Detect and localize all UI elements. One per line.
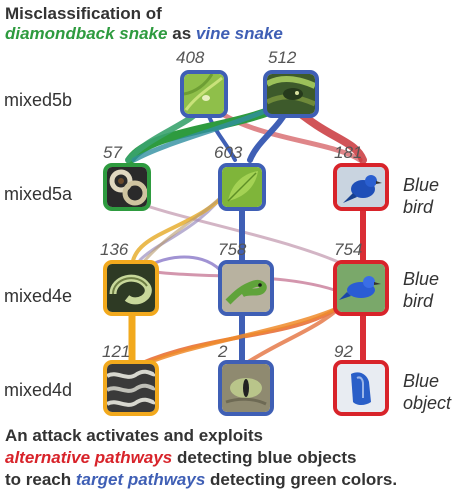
side-label-mixed5a: Blue bird [403, 174, 439, 218]
side-label-mixed4d: Blue object [403, 370, 451, 414]
neuron-id-181: 181 [334, 143, 363, 162]
path-136-603-b [138, 186, 232, 268]
green-leaf-icon [184, 74, 224, 114]
title-line-1: Misclassification of [5, 4, 162, 24]
caption-line-3-start: to reach [5, 470, 72, 489]
neuron-id-603: 603 [214, 143, 243, 162]
neuron-id-92: 92 [334, 342, 353, 361]
neuron-758-tile[interactable] [218, 260, 274, 316]
caption-line-2: alternative pathways detecting blue obje… [5, 448, 356, 468]
caption-line-3-rest: detecting green colors. [210, 470, 398, 489]
eye-icon [222, 364, 270, 412]
side-label-line: object [403, 393, 452, 413]
neuron-id-121: 121 [102, 342, 131, 361]
neuron-id-408: 408 [176, 48, 205, 67]
neuron-92-tile[interactable] [333, 360, 389, 416]
path-181-408 [207, 102, 363, 163]
blue-bird-icon [337, 264, 385, 312]
neuron-2-tile[interactable] [218, 360, 274, 416]
neuron-id-758: 758 [218, 240, 247, 259]
neuron-603-tile[interactable] [218, 163, 266, 211]
scale-pattern-icon [107, 364, 155, 412]
blue-bird-icon [337, 167, 385, 207]
blue-object-icon [337, 364, 385, 412]
snake-head-icon [267, 74, 315, 114]
alternative-pathways-label: alternative pathways [5, 448, 173, 467]
side-label-mixed4e: Blue bird [403, 268, 439, 312]
neuron-57-tile[interactable] [103, 163, 151, 211]
neuron-754-tile[interactable] [333, 260, 389, 316]
neuron-id-512: 512 [268, 48, 297, 67]
side-label-line: bird [403, 291, 434, 311]
layer-label-mixed4d: mixed4d [4, 380, 73, 400]
neuron-id-136: 136 [100, 240, 129, 259]
target-pathways-label: target pathways [75, 470, 206, 489]
neuron-121-tile[interactable] [103, 360, 159, 416]
layer-label-mixed4e: mixed4e [4, 286, 73, 306]
layer-label-mixed5b: mixed5b [4, 90, 73, 110]
side-label-line: bird [403, 197, 434, 217]
leaf-icon [222, 167, 262, 207]
coiled-snake-icon [107, 264, 155, 312]
diamondback-pattern-icon [107, 167, 147, 207]
caption-line-3: to reach target pathways detecting green… [5, 470, 397, 490]
caption-line-1: An attack activates and exploits [5, 426, 263, 445]
title-text: Misclassification of [5, 4, 162, 23]
source-class-label: diamondback snake [5, 24, 168, 43]
path-121-754 [138, 298, 357, 368]
target-class-label: vine snake [195, 24, 283, 43]
neuron-id-57: 57 [103, 143, 122, 162]
neuron-512-tile[interactable] [263, 70, 319, 118]
neuron-408-tile[interactable] [180, 70, 228, 118]
neuron-181-tile[interactable] [333, 163, 389, 211]
neuron-id-754: 754 [334, 240, 363, 259]
green-snake-icon [222, 264, 270, 312]
neuron-136-tile[interactable] [103, 260, 159, 316]
title-line-2: diamondback snake as vine snake [5, 24, 283, 44]
side-label-line: Blue [403, 175, 440, 195]
side-label-line: Blue [403, 371, 440, 391]
layer-label-mixed5a: mixed5a [4, 184, 73, 204]
side-label-line: Blue [403, 269, 440, 289]
caption-line-2-rest: detecting blue objects [176, 448, 357, 467]
neuron-id-2: 2 [218, 342, 228, 361]
title-connector: as [172, 24, 192, 43]
